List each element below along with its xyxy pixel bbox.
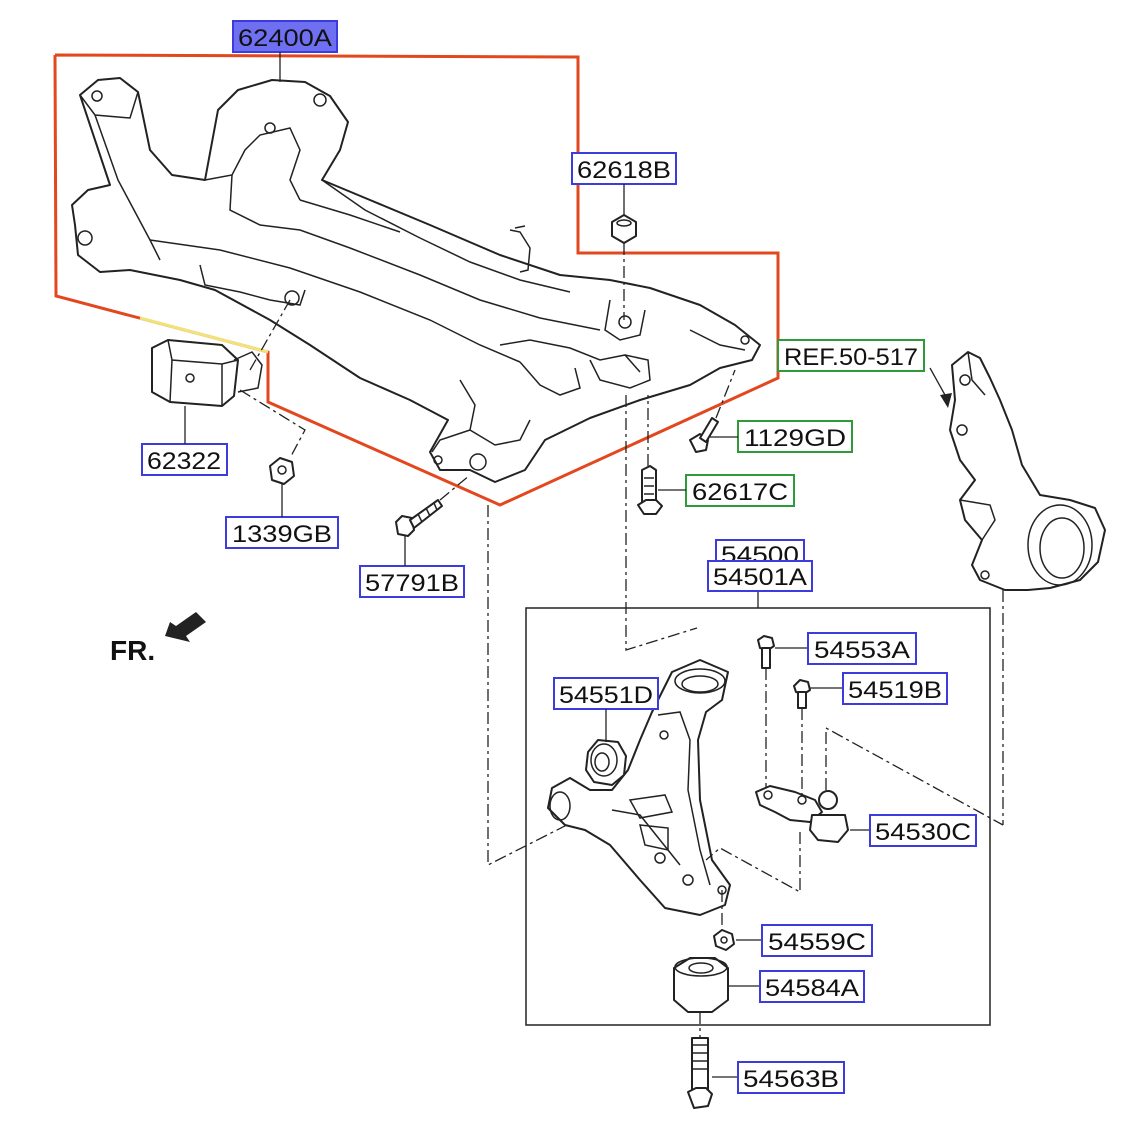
lower-control-arm[interactable] [547, 659, 731, 916]
bolt-62617c[interactable] [637, 465, 663, 515]
front-direction-arrow-icon [165, 612, 206, 642]
label-box-54501a [707, 560, 813, 592]
part-label-54519b[interactable]: 54519B [848, 677, 942, 704]
label-box-54559c [761, 924, 873, 957]
nut-62618b[interactable] [611, 214, 637, 244]
ref-arrow-icon [940, 393, 952, 408]
part-label-54559c[interactable]: 54559C [768, 929, 866, 956]
bolt-54553a[interactable] [757, 635, 775, 669]
part-label-54584a[interactable]: 54584A [765, 975, 859, 1002]
label-box-54519b [842, 672, 948, 705]
label-box-54530c [869, 814, 977, 847]
label-box-57791b [359, 565, 465, 598]
steering-knuckle[interactable] [949, 351, 1106, 591]
part-label-57791b[interactable]: 57791B [365, 570, 459, 597]
subframe-crossmember[interactable] [71, 77, 761, 483]
part-label-54553a[interactable]: 54553A [814, 637, 910, 664]
nut-54559c[interactable] [713, 929, 735, 951]
mount-62322[interactable] [151, 339, 263, 407]
selection-outline-yellow [139, 316, 269, 354]
part-label-1339gb[interactable]: 1339GB [232, 521, 332, 548]
part-label-1129gd[interactable]: 1129GD [744, 425, 846, 452]
label-box-1129gd [737, 420, 853, 453]
bolt-54563b[interactable] [687, 1037, 713, 1109]
ball-joint-54530c[interactable] [755, 785, 849, 843]
nut-1339gb[interactable] [269, 457, 295, 485]
label-box-54584a [759, 970, 865, 1003]
label-box-62400a [232, 20, 338, 53]
label-box-62617c [685, 474, 795, 507]
label-box-62618b [571, 152, 677, 185]
bolt-57791b[interactable] [395, 499, 443, 537]
bolt-54519b[interactable] [793, 679, 811, 709]
part-label-62617c[interactable]: 62617C [692, 479, 788, 506]
part-label-54563b[interactable]: 54563B [743, 1066, 839, 1093]
part-label-54551d[interactable]: 54551D [559, 682, 653, 709]
bushing-54584a[interactable] [673, 957, 729, 1013]
label-box-54553a [807, 632, 917, 665]
label-box-ref [777, 339, 925, 372]
bushing-54551d[interactable] [585, 739, 627, 786]
part-label-62618b[interactable]: 62618B [577, 157, 671, 184]
label-box-54563b [737, 1061, 845, 1094]
reference-label-50-517[interactable]: REF.50-517 [784, 344, 918, 371]
part-label-62322[interactable]: 62322 [147, 448, 221, 475]
part-label-54530c[interactable]: 54530C [875, 819, 971, 846]
part-label-62400a[interactable]: 62400A [238, 25, 332, 52]
part-label-54501a[interactable]: 54501A [713, 564, 807, 591]
label-box-1339gb [225, 516, 339, 549]
front-direction-label: FR. [110, 635, 155, 666]
bolt-1129gd[interactable] [689, 417, 719, 453]
